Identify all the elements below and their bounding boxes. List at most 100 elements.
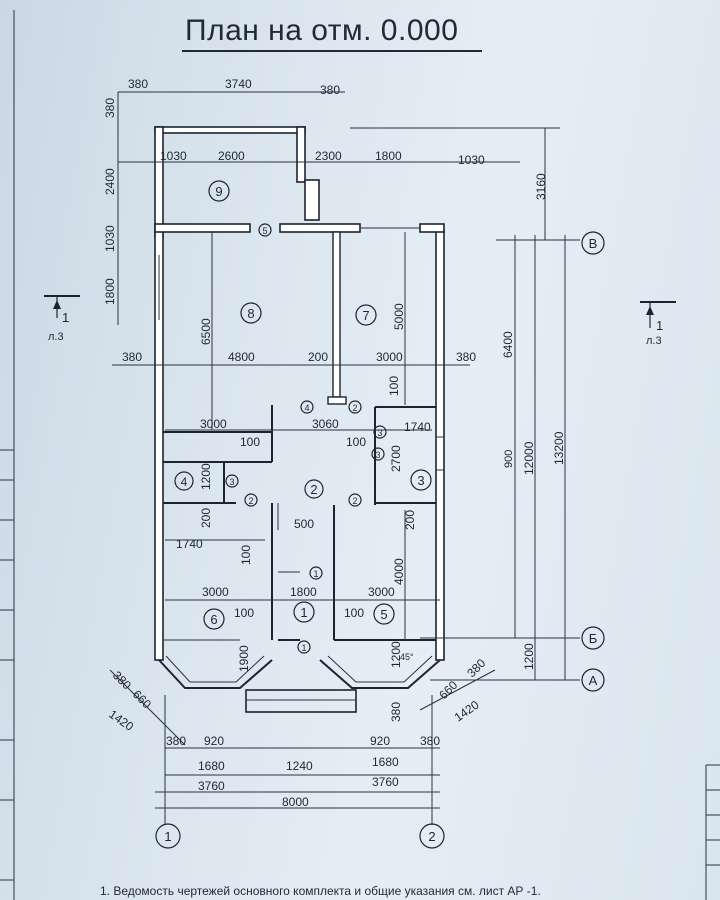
dim-text: 3000 — [200, 417, 227, 431]
axis-label-v: В — [589, 236, 598, 251]
dim-text: 2600 — [218, 149, 245, 163]
dim-text: 900 — [503, 450, 515, 468]
axis-label-b: Б — [589, 631, 598, 646]
dim-text: 3060 — [312, 417, 339, 431]
dim-text: 100 — [387, 376, 401, 396]
general-notes: 1. Ведомость чертежей основного комплект… — [100, 884, 541, 898]
dim-text: 1030 — [103, 225, 117, 252]
outer-walls — [154, 126, 445, 713]
dim-text: 200 — [308, 350, 328, 364]
dim-text: 3000 — [368, 585, 395, 599]
dim-text: 1420 — [452, 697, 482, 724]
dim-text: 100 — [234, 606, 254, 620]
dim-text: 4800 — [228, 350, 255, 364]
dim-text: 13200 — [552, 431, 566, 465]
dim-text: 45° — [400, 652, 414, 662]
section-mark-left — [44, 295, 80, 318]
room-bubbles — [174, 180, 432, 654]
dim-text: 1420 — [106, 707, 136, 734]
door-mark-1b: 1 — [301, 643, 306, 653]
dim-text: 1200 — [199, 463, 213, 490]
dim-text: 380 — [110, 668, 134, 692]
dim-text: 8000 — [282, 795, 309, 809]
title-block-grid — [705, 764, 720, 900]
door-mark-2: 2 — [352, 403, 357, 413]
door-mark-3b: 3 — [375, 450, 380, 460]
dim-text: 1740 — [176, 537, 203, 551]
dim-text: 3160 — [534, 173, 548, 200]
dim-text: 6400 — [501, 331, 515, 358]
dim-text: 3000 — [202, 585, 229, 599]
section-right-sheet: л.3 — [646, 335, 662, 347]
plan-title: План на отм. 0.000 — [185, 14, 459, 47]
dim-text: 1680 — [198, 759, 225, 773]
door-mark-1: 1 — [313, 569, 318, 579]
dim-text: 1240 — [286, 759, 313, 773]
section-left-sheet: л.3 — [48, 331, 64, 343]
room-1-number: 1 — [300, 605, 307, 620]
dimension-text: 380 3740 380 1030 2600 2300 1800 1030 38… — [122, 77, 485, 809]
dim-text: 380 — [166, 734, 186, 748]
dim-text: 920 — [370, 734, 390, 748]
axis-marker-a — [581, 668, 605, 692]
dim-text: 920 — [204, 734, 224, 748]
dim-text: 660 — [130, 687, 154, 711]
interior-walls — [158, 231, 444, 641]
dim-text: 380 — [420, 734, 440, 748]
dim-text: 200 — [199, 508, 213, 528]
dim-text: 1030 — [458, 153, 485, 167]
dim-text: 1030 — [160, 149, 187, 163]
room-8-number: 8 — [247, 306, 254, 321]
dim-text: 1740 — [404, 420, 431, 434]
door-mark-2c: 2 — [352, 496, 357, 506]
section-mark-right — [640, 301, 676, 328]
room-5-number: 5 — [380, 607, 387, 622]
door-mark-5: 5 — [262, 226, 267, 236]
dim-text: 3760 — [372, 775, 399, 789]
dim-text: 5000 — [392, 303, 406, 330]
axis-label-a: А — [589, 673, 598, 688]
dim-text: 1680 — [372, 755, 399, 769]
dim-text: 1200 — [522, 643, 536, 670]
dim-text: 2300 — [315, 149, 342, 163]
dim-text: 100 — [346, 435, 366, 449]
dim-text: 6500 — [199, 318, 213, 345]
dim-text: 380 — [122, 350, 142, 364]
dim-text: 200 — [403, 510, 417, 530]
room-7-number: 7 — [362, 308, 369, 323]
title-underline — [182, 50, 482, 52]
dim-text: 1800 — [290, 585, 317, 599]
dim-text: 2400 — [103, 168, 117, 195]
door-mark-3: 3 — [377, 428, 382, 438]
room-9-number: 9 — [215, 184, 222, 199]
dimension-lines — [109, 91, 580, 825]
axis-label-1: 1 — [164, 829, 171, 844]
dim-text: 380 — [464, 656, 488, 680]
dim-text: 660 — [436, 678, 460, 702]
dim-text: 1200 — [389, 641, 403, 668]
dim-text: 1800 — [103, 278, 117, 305]
axis-marker-2 — [419, 823, 445, 849]
dim-text: 4000 — [392, 558, 406, 585]
door-mark-3c: 3 — [229, 477, 234, 487]
room-4-number: 4 — [181, 475, 188, 489]
dim-text: 1800 — [375, 149, 402, 163]
door-mark-2b: 2 — [248, 496, 253, 506]
room-2-number: 2 — [310, 482, 317, 497]
room-6-number: 6 — [210, 612, 217, 627]
dim-text: 3760 — [198, 779, 225, 793]
dim-text: 2700 — [389, 445, 403, 472]
dim-text: 100 — [240, 435, 260, 449]
dim-text: 380 — [320, 83, 340, 97]
dim-text: 380 — [456, 350, 476, 364]
axis-marker-b — [581, 626, 605, 650]
dim-text: 3000 — [376, 350, 403, 364]
dim-text: 3740 — [225, 77, 252, 91]
dim-text: 100 — [344, 606, 364, 620]
dim-text: 380 — [103, 98, 117, 118]
dim-text: 12000 — [522, 441, 536, 475]
axis-marker-v — [581, 231, 605, 255]
dim-text: 100 — [239, 545, 253, 565]
